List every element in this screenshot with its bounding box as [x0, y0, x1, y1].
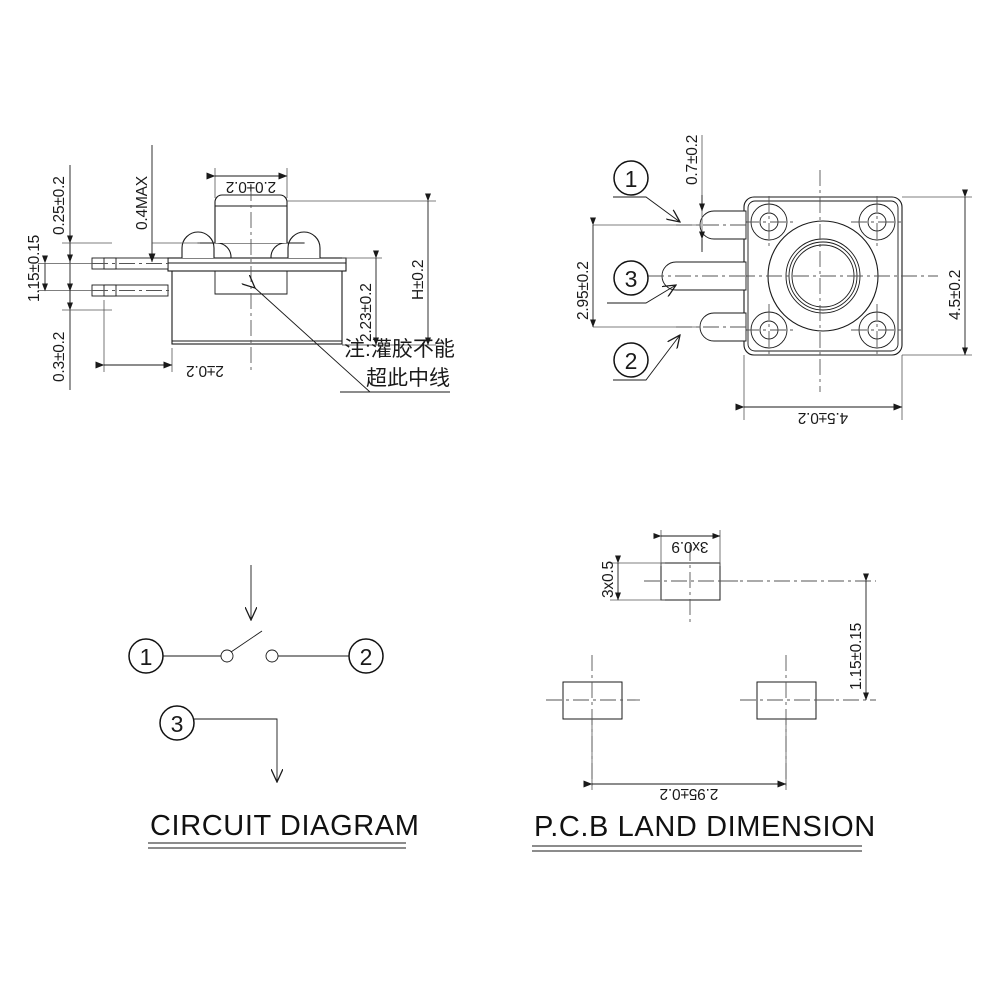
circuit-terminal-2: 2: [348, 638, 384, 674]
dim-text-pad-width: 3x0.9: [672, 538, 709, 555]
pcb-pad-bottom-right: [740, 655, 834, 790]
dim-stem-width: 2.0±0.2: [206, 168, 288, 198]
circuit-terminal-1: 1: [128, 638, 164, 674]
circuit-terminal-label-1: 1: [140, 644, 153, 670]
note-text-line2: 超此中线: [366, 367, 450, 390]
dim-cap-clearance: 0.4MAX: [134, 145, 156, 263]
circuit-terminal-label-2: 2: [360, 644, 373, 670]
side-elevation-view: 2.0±0.2 0.4MAX 0.25±0.2 1.15±0.15: [26, 145, 455, 393]
dim-body-depth: 2±0.2: [95, 300, 224, 379]
switch-contacts: [163, 630, 349, 663]
dim-text-pad-height: 3x0.5: [600, 561, 617, 598]
pcb-land-dimension-view: 3x0.9 3x0.5 1.15±0.15 2.95±0.: [532, 530, 876, 852]
callout-label-1: 1: [625, 166, 638, 192]
dim-pin-width: 0.7±0.2: [684, 135, 705, 252]
plan-terminal-pins: [648, 210, 750, 342]
plan-mounting-holes: [743, 196, 903, 356]
dim-total-height: H±0.2: [287, 193, 436, 346]
dim-text-pin-span: 2.95±0.2: [575, 261, 592, 320]
dim-text-pin-lower-offset: 0.3±0.2: [51, 332, 68, 382]
callout-label-3: 3: [625, 266, 638, 292]
dim-text-plan-body-width: 4.5±0.2: [798, 409, 848, 426]
dim-body-height: 2.23±0.2: [342, 250, 382, 346]
plan-callout-1: 1: [613, 160, 680, 222]
dim-text-total-height: H±0.2: [410, 260, 427, 300]
dim-pin-upper-offset: 0.25±0.2: [51, 165, 112, 290]
bottom-plan-view: 1 3 2 0.7±0.2: [575, 135, 972, 426]
dim-text-pcb-vertical-pitch: 1.15±0.15: [848, 623, 865, 690]
circuit-terminal-label-3: 3: [171, 711, 184, 737]
side-view-pins: [91, 257, 172, 297]
note-text-line1: 注:灌胶不能: [344, 338, 455, 361]
callout-label-2: 2: [625, 348, 638, 374]
pcb-pad-bottom-left: [546, 655, 640, 790]
plan-callout-3: 3: [607, 260, 676, 304]
plan-callout-2: 2: [613, 335, 680, 381]
dim-text-pin-width: 0.7±0.2: [684, 135, 701, 185]
circuit-diagram-title: CIRCUIT DIAGRAM: [150, 810, 419, 842]
dim-pad-width: 3x0.9: [653, 530, 721, 566]
dim-pcb-horizontal-pitch: 2.95±0.2: [583, 719, 787, 802]
dim-pin-pitch: 1.15±0.15: [26, 235, 96, 302]
dim-text-stem-width: 2.0±0.2: [226, 178, 276, 195]
dim-pad-height: 3x0.5: [600, 555, 665, 601]
circuit-diagram-view: 1 2 3 CIRCUIT DI: [128, 565, 419, 849]
switch-body-outline: [167, 257, 347, 345]
dim-text-pcb-horizontal-pitch: 2.95±0.2: [660, 785, 719, 802]
dim-text-cap-clearance: 0.4MAX: [134, 175, 151, 230]
dim-text-body-depth: 2±0.2: [186, 362, 224, 379]
pcb-land-title: P.C.B LAND DIMENSION: [534, 811, 876, 843]
dim-plan-body-height: 4.5±0.2: [902, 189, 972, 356]
dim-text-pin-upper-offset: 0.25±0.2: [51, 176, 68, 235]
pcb-pad-top: [644, 545, 738, 625]
circuit-diagram-title-block: CIRCUIT DIAGRAM: [148, 810, 419, 849]
pcb-land-title-block: P.C.B LAND DIMENSION: [532, 811, 876, 852]
dim-pin-span: 2.95±0.2: [575, 217, 700, 328]
dim-pcb-vertical-pitch: 1.15±0.15: [720, 573, 876, 701]
dim-text-pin-pitch: 1.15±0.15: [26, 235, 43, 302]
circuit-terminal-3: 3: [159, 705, 277, 782]
dim-plan-body-width: 4.5±0.2: [735, 355, 903, 426]
dim-text-body-height: 2.23±0.2: [358, 283, 375, 342]
dim-text-plan-body-height: 4.5±0.2: [947, 270, 964, 320]
potting-note: 注:灌胶不能 超此中线: [255, 288, 455, 393]
dim-pin-lower-offset: 0.3±0.2: [51, 283, 112, 390]
